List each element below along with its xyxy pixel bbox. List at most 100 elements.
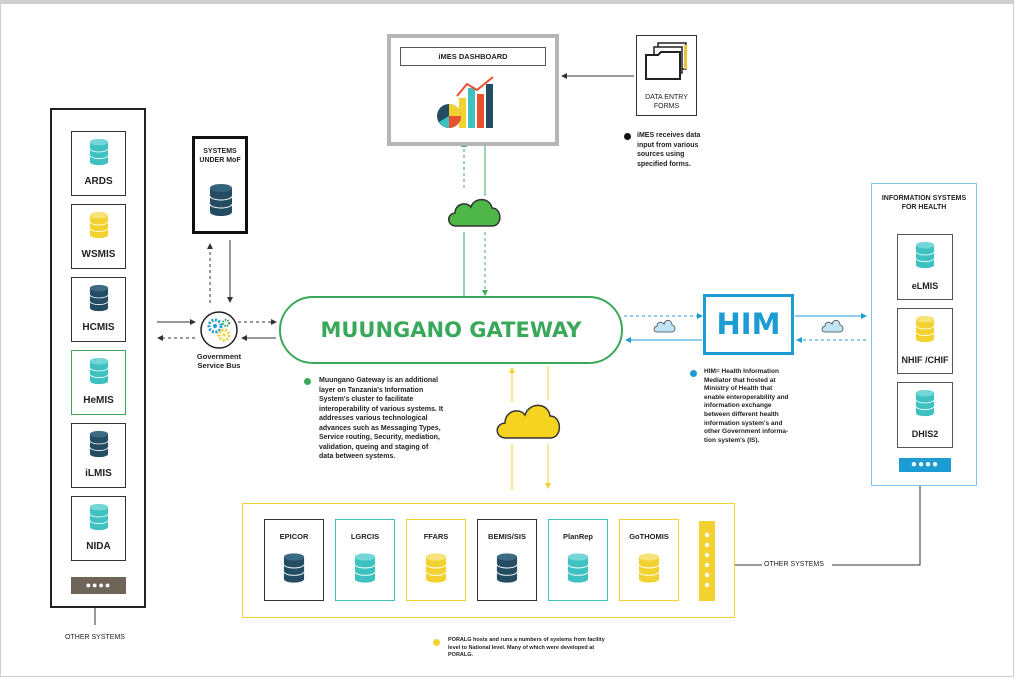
system-card: BEMIS/SIS: [477, 519, 537, 601]
blue-cloud-icon-left: [653, 319, 676, 333]
system-name: iLMIS: [85, 468, 112, 479]
blue-cloud-icon-right: [821, 319, 844, 333]
poralg-note: PORALG hosts and runs a numbers of syste…: [448, 637, 648, 660]
gateway-title: MUUNGANO GATEWAY: [320, 318, 582, 342]
gateway-note-line: layer on Tanzania's Information: [319, 386, 424, 394]
poralg-note-line: PORALG hosts and runs a numbers of syste…: [448, 637, 605, 643]
system-card: DHIS2: [897, 382, 953, 448]
him-note-line: tion system's (IS).: [704, 436, 760, 444]
him-note-bullet-icon: [690, 370, 697, 377]
data-entry-forms-card: DATA ENTRY FORMS: [636, 35, 697, 116]
gateway-note-line: advances such as Messaging Types,: [319, 424, 441, 432]
imes-dashboard-card: iMES DASHBOARD: [387, 34, 559, 146]
imes-note-line: specified forms.: [637, 160, 691, 168]
database-icon: [89, 284, 108, 312]
gateway-note-line: validation, queing and staging of: [319, 443, 429, 451]
system-card: FFARS: [406, 519, 466, 601]
database-icon: [354, 553, 376, 583]
imes-note-bullet-icon: [624, 133, 631, 140]
system-name: NIDA: [86, 541, 111, 552]
gears-icon: [200, 311, 238, 349]
system-name: eLMIS: [911, 281, 939, 291]
system-card: ARDS: [71, 131, 126, 196]
mof-database-icon: [209, 184, 233, 216]
gsb-label: Government Service Bus: [179, 352, 259, 370]
system-name: GoTHOMIS: [629, 532, 669, 541]
database-icon: [567, 553, 589, 583]
data-entry-line1: DATA ENTRY: [645, 94, 688, 101]
muungano-gateway-node: MUUNGANO GATEWAY: [279, 296, 623, 364]
yellow-cloud-icon: [496, 404, 561, 439]
data-entry-line2: FORMS: [653, 103, 680, 110]
system-card: LGRCIS: [335, 519, 395, 601]
bottom-more-systems-indicator: [699, 521, 715, 601]
mof-label-line1: SYSTEMS: [203, 148, 237, 155]
gsb-label-line1: Government: [196, 352, 242, 361]
system-card: WSMIS: [71, 204, 126, 269]
database-icon: [89, 211, 108, 239]
folder-stack-icon: [645, 42, 687, 80]
dots-vertical-icon: [704, 532, 710, 588]
him-note-line: information system's and: [704, 419, 783, 427]
him-note-line: Mediator that hosted at: [704, 376, 776, 384]
gateway-note-line: Service routing, Security, mediation,: [319, 434, 440, 441]
dots-icon: ●●●●: [910, 459, 940, 470]
system-name: LGRCIS: [350, 532, 380, 541]
database-icon: [283, 553, 305, 583]
poralg-note-bullet-icon: [433, 639, 440, 646]
database-icon: [638, 553, 660, 583]
database-icon: [425, 553, 447, 583]
system-card: NHIF /CHIF: [897, 308, 953, 374]
gateway-note-line: data between systems.: [319, 453, 396, 460]
right-other-systems-label: OTHER SYSTEMS: [764, 561, 824, 568]
gsb-label-line2: Service Bus: [197, 361, 241, 370]
health-title-line2: FOR HEALTH: [901, 204, 947, 211]
mof-label: SYSTEMS UNDER MoF: [195, 147, 245, 165]
gateway-note: Muungano Gateway is an additional layer …: [319, 376, 467, 462]
system-card: EPICOR: [264, 519, 324, 601]
gateway-note-line: addresses various technological: [319, 415, 428, 422]
dots-icon: ●●●●: [85, 580, 112, 590]
him-note-line: between different health: [704, 410, 779, 418]
green-cloud-icon: [448, 198, 501, 227]
system-name: NHIF /CHIF: [901, 355, 949, 365]
left-more-systems-indicator: ●●●●: [71, 577, 126, 594]
system-name: HCMIS: [82, 322, 115, 333]
him-node: HIM: [703, 294, 794, 355]
him-title: HIM: [716, 307, 781, 341]
him-note: HIM= Health Information Mediator that ho…: [704, 368, 804, 445]
line-health-to-other-systems: [832, 478, 921, 566]
database-icon: [89, 430, 108, 458]
him-note-line: other Government informa-: [704, 428, 789, 436]
system-name: PlanRep: [562, 532, 593, 541]
poralg-note-line: level to National level. Many of which w…: [448, 644, 595, 651]
database-icon: [89, 138, 108, 166]
system-card: PlanRep: [548, 519, 608, 601]
chart-icon: [437, 76, 494, 128]
data-entry-label: DATA ENTRY FORMS: [637, 93, 696, 111]
him-note-line: HIM= Health Information: [704, 368, 779, 375]
system-card: HeMIS: [71, 350, 126, 415]
health-panel-title: INFORMATION SYSTEMS FOR HEALTH: [872, 194, 976, 212]
him-note-line: enable enteroperability and: [704, 393, 789, 401]
database-icon: [915, 389, 935, 417]
him-note-line: information exchange: [704, 402, 772, 410]
system-name: FFARS: [423, 532, 449, 541]
system-name: ARDS: [84, 176, 113, 187]
system-card: NIDA: [71, 496, 126, 561]
poralg-note-line: PORALG.: [448, 652, 474, 658]
health-title-line1: INFORMATION SYSTEMS: [881, 195, 967, 202]
database-icon: [496, 553, 518, 583]
database-icon: [89, 503, 108, 531]
him-note-line: Ministry of Health that: [704, 385, 773, 393]
gateway-note-line: System's cluster to facilitate: [319, 396, 414, 403]
system-name: HeMIS: [83, 395, 114, 406]
system-name: DHIS2: [911, 429, 939, 439]
system-card: eLMIS: [897, 234, 953, 300]
database-icon: [915, 315, 935, 343]
database-icon: [915, 241, 935, 269]
system-card: iLMIS: [71, 423, 126, 488]
system-name: WSMIS: [81, 249, 116, 260]
dashboard-title: iMES DASHBOARD: [400, 47, 546, 66]
